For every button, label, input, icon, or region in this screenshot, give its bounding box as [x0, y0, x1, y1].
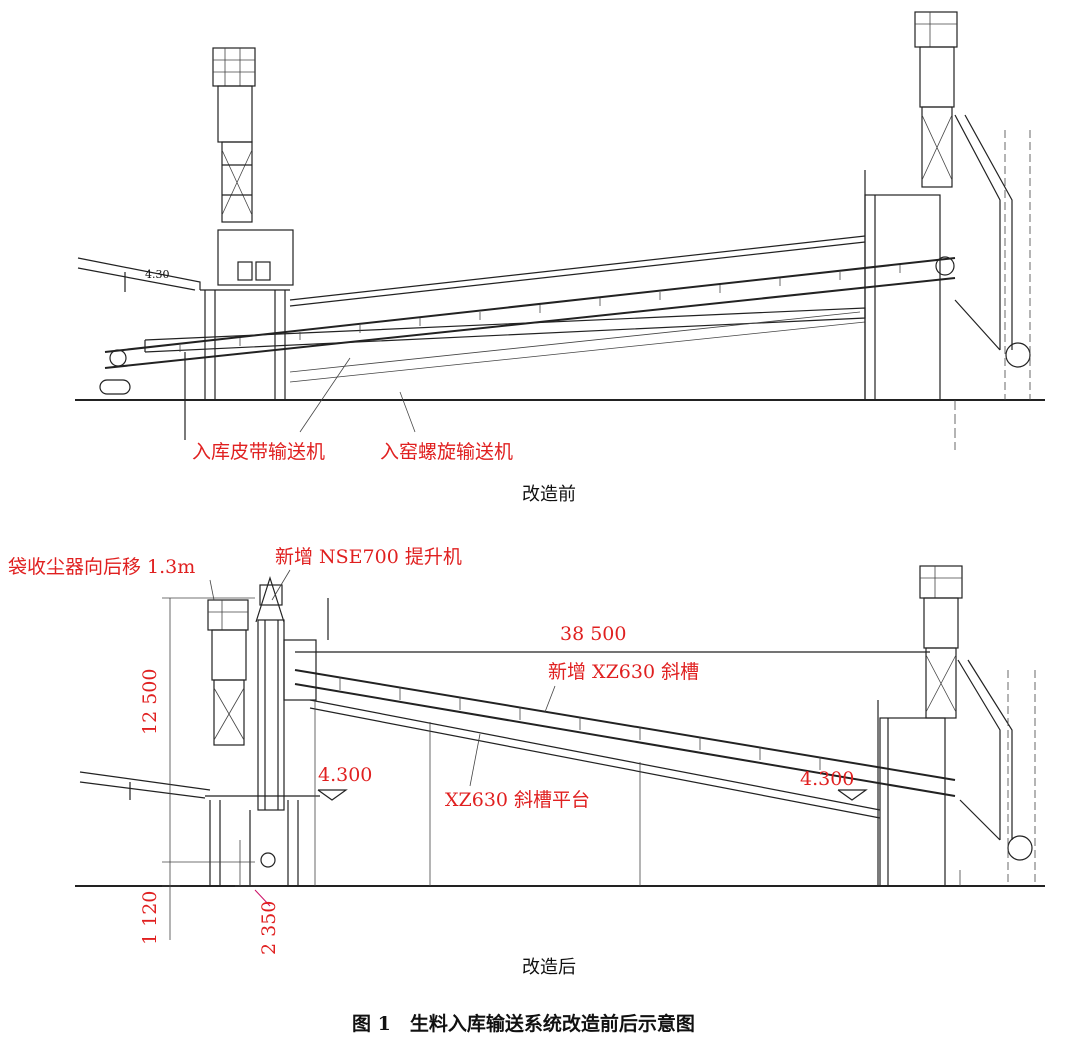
- dust-collector-label: 袋收尘器向后移 1.3m: [8, 556, 195, 578]
- moved-dust-collector: [207, 599, 249, 746]
- right-dust-collector: [914, 11, 958, 188]
- bottom-drawing: [75, 565, 1045, 940]
- top-drawing: [75, 11, 1045, 450]
- right-dust-collector-after: [919, 565, 963, 719]
- dim-1120: 1 120: [139, 891, 161, 945]
- figure-caption: 图 1 生料入库输送系统改造前后示意图: [352, 1012, 695, 1035]
- screw-conveyor-label: 入窑螺旋输送机: [380, 441, 513, 463]
- top-caption: 改造前: [522, 484, 576, 505]
- platform-label: XZ630 斜槽平台: [445, 789, 590, 811]
- bottom-caption: 改造后: [522, 957, 576, 978]
- chute-label: 新增 XZ630 斜槽: [548, 661, 699, 683]
- nse700-elevator: [255, 576, 317, 811]
- dim-2350: 2 350: [258, 901, 280, 955]
- height-dimension: 12 500: [139, 669, 161, 735]
- top-elev-label: 4.30: [145, 268, 170, 281]
- left-dust-collector: [212, 47, 256, 223]
- elev-right-label: 4.300: [800, 768, 854, 790]
- elev-left-label: 4.300: [318, 764, 372, 786]
- elevator-label: 新增 NSE700 提升机: [275, 546, 462, 568]
- span-dimension: 38 500: [560, 623, 626, 645]
- belt-conveyor-label: 入库皮带输送机: [192, 441, 325, 463]
